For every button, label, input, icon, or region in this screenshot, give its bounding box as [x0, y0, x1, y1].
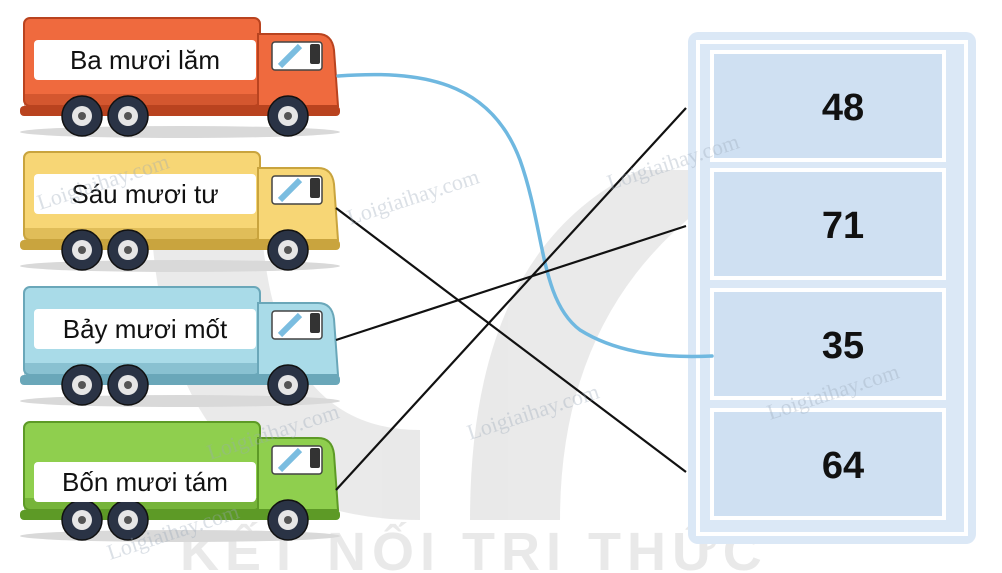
number-label: 35 [822, 325, 864, 367]
truck-label: Ba mươi lăm [70, 45, 220, 75]
truck-3: Bảy mươi mốt [20, 286, 340, 407]
number-label: 64 [822, 445, 864, 487]
number-label: 48 [822, 87, 864, 129]
connection-line-64 [335, 207, 687, 473]
number-cell-2: 71 [710, 168, 946, 280]
connection-line-48 [335, 107, 687, 491]
truck-label: Bảy mươi mốt [63, 314, 228, 344]
truck-shadow [20, 260, 340, 272]
number-panel: 48 71 35 64 [688, 32, 976, 544]
truck-2: Sáu mươi tư [20, 151, 340, 272]
number-cell-1: 48 [710, 50, 946, 162]
truck-label: Bốn mươi tám [62, 467, 228, 497]
truck-label-plate [34, 462, 256, 502]
watermark-2: Loigiaihay.com [344, 164, 482, 230]
number-cell-4: 64 [710, 408, 946, 520]
number-cell-3: 35 [710, 288, 946, 400]
truck-label-plate [34, 174, 256, 214]
truck-shadow [20, 395, 340, 407]
connection-lines [335, 72, 714, 491]
truck-label-plate [34, 40, 256, 80]
truck-label-plate [34, 309, 256, 349]
number-label: 71 [822, 205, 864, 247]
truck-shadow [20, 126, 340, 138]
truck-label: Sáu mươi tư [71, 179, 218, 209]
truck-1: Ba mươi lăm [20, 17, 340, 138]
connection-line-35 [336, 72, 714, 359]
connection-line-71 [335, 224, 687, 342]
publisher-watermark: KẾT NỐI TRI THỨC [180, 522, 768, 573]
truck-4: Bốn mươi tám [20, 421, 340, 542]
truck-shadow [20, 530, 340, 542]
